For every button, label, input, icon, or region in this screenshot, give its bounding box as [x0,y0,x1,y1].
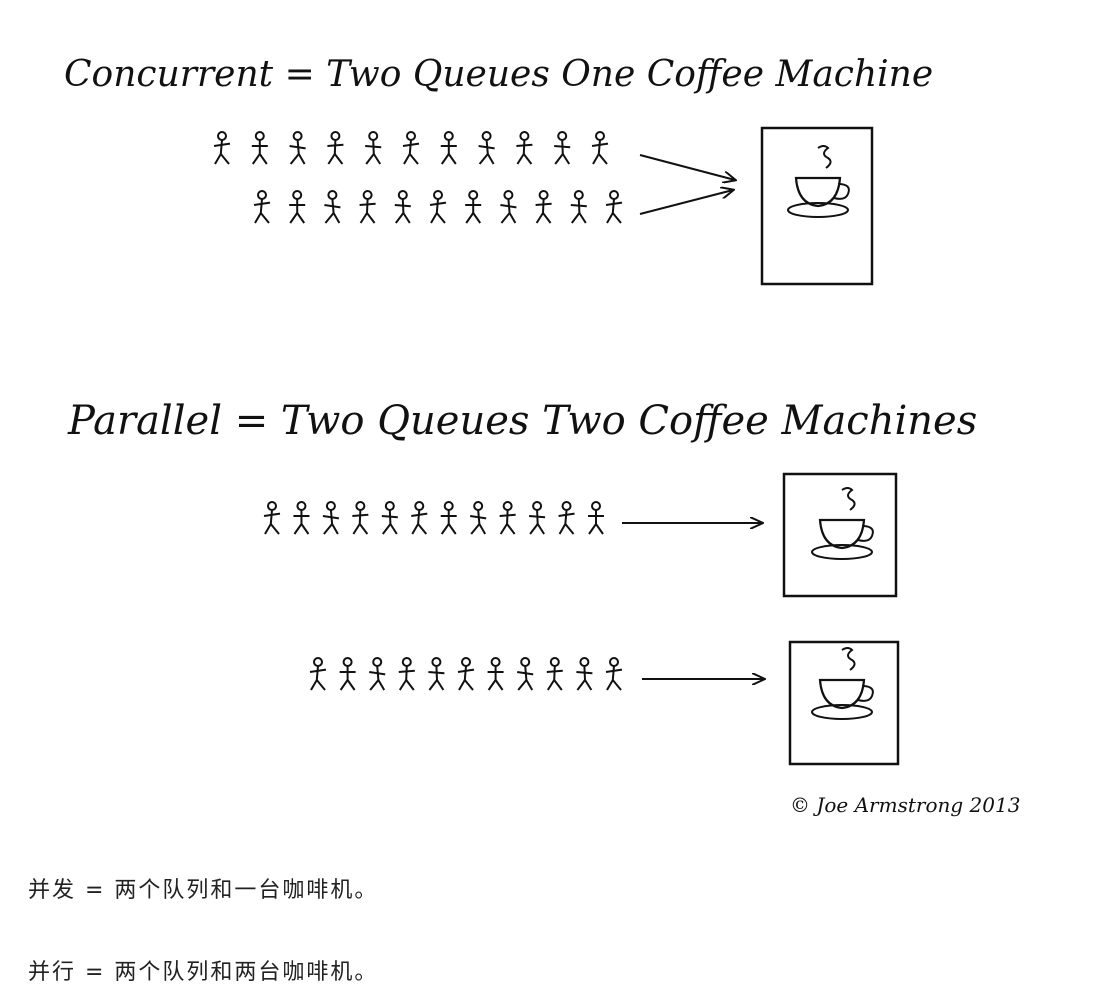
stick-figure [339,657,356,691]
stick-figure [588,501,604,535]
stick-figure [309,657,327,691]
concurrent-queue-2 [253,190,623,224]
stick-figure [470,501,487,535]
stick-figure [516,131,533,165]
stick-figure [293,501,310,535]
stick-figure [289,190,306,224]
parallel-queue-2 [309,657,623,691]
stick-figure [605,190,623,224]
stick-figure [499,501,516,535]
stick-figure [253,190,271,224]
concurrent-queue-1 [213,131,609,165]
stick-figure [359,190,376,224]
stick-figure [605,657,623,691]
concurrent-arrow-1 [639,154,735,180]
stick-figure [440,131,457,165]
copyright-signature: © Joe Armstrong 2013 [790,793,1020,817]
stick-figure [478,131,495,165]
parallel-queue-1 [263,501,604,535]
coffee-machine-2 [788,640,900,766]
stick-figure [411,501,428,535]
stick-figure [535,190,552,224]
stick-figure [570,190,587,224]
stick-figure [381,501,398,535]
concurrent-title: Concurrent = Two Queues One Coffee Machi… [64,54,933,95]
stick-figure [289,131,306,165]
stick-figure [591,131,609,165]
stick-figure [558,501,575,535]
stick-figure [576,657,593,691]
stick-figure [369,657,386,691]
stick-figure [213,131,231,165]
concurrent-arrow-2 [639,190,733,215]
stick-figure [402,131,420,165]
stick-figure [546,657,563,691]
stick-figure [324,190,341,224]
stick-figure [398,657,415,691]
stick-figure [394,190,411,224]
stick-figure [465,190,482,224]
stick-figure [529,501,546,535]
parallel-caption: 并行 = 两个队列和两台咖啡机。 [28,960,379,985]
stick-figure [428,657,445,691]
stick-figure [352,501,369,535]
stick-figure [322,501,340,535]
stick-figure [440,501,457,535]
concurrency-parallelism-diagram: Concurrent = Two Queues One Coffee Machi… [64,54,1020,817]
parallel-title: Parallel = Two Queues Two Coffee Machine… [67,398,977,444]
stick-figure [251,131,268,165]
stick-figure [327,131,344,165]
stick-figure [365,131,382,165]
stick-figure [429,190,447,224]
stick-figure [263,501,281,535]
stick-figure [517,657,534,691]
stick-figure [554,131,571,165]
stick-figure [500,190,517,224]
stick-figure [457,657,475,691]
concurrent-caption: 并发 = 两个队列和一台咖啡机。 [28,878,379,903]
coffee-machine-1 [782,472,898,598]
coffee-machine-shared [760,126,874,286]
stick-figure [487,657,504,691]
